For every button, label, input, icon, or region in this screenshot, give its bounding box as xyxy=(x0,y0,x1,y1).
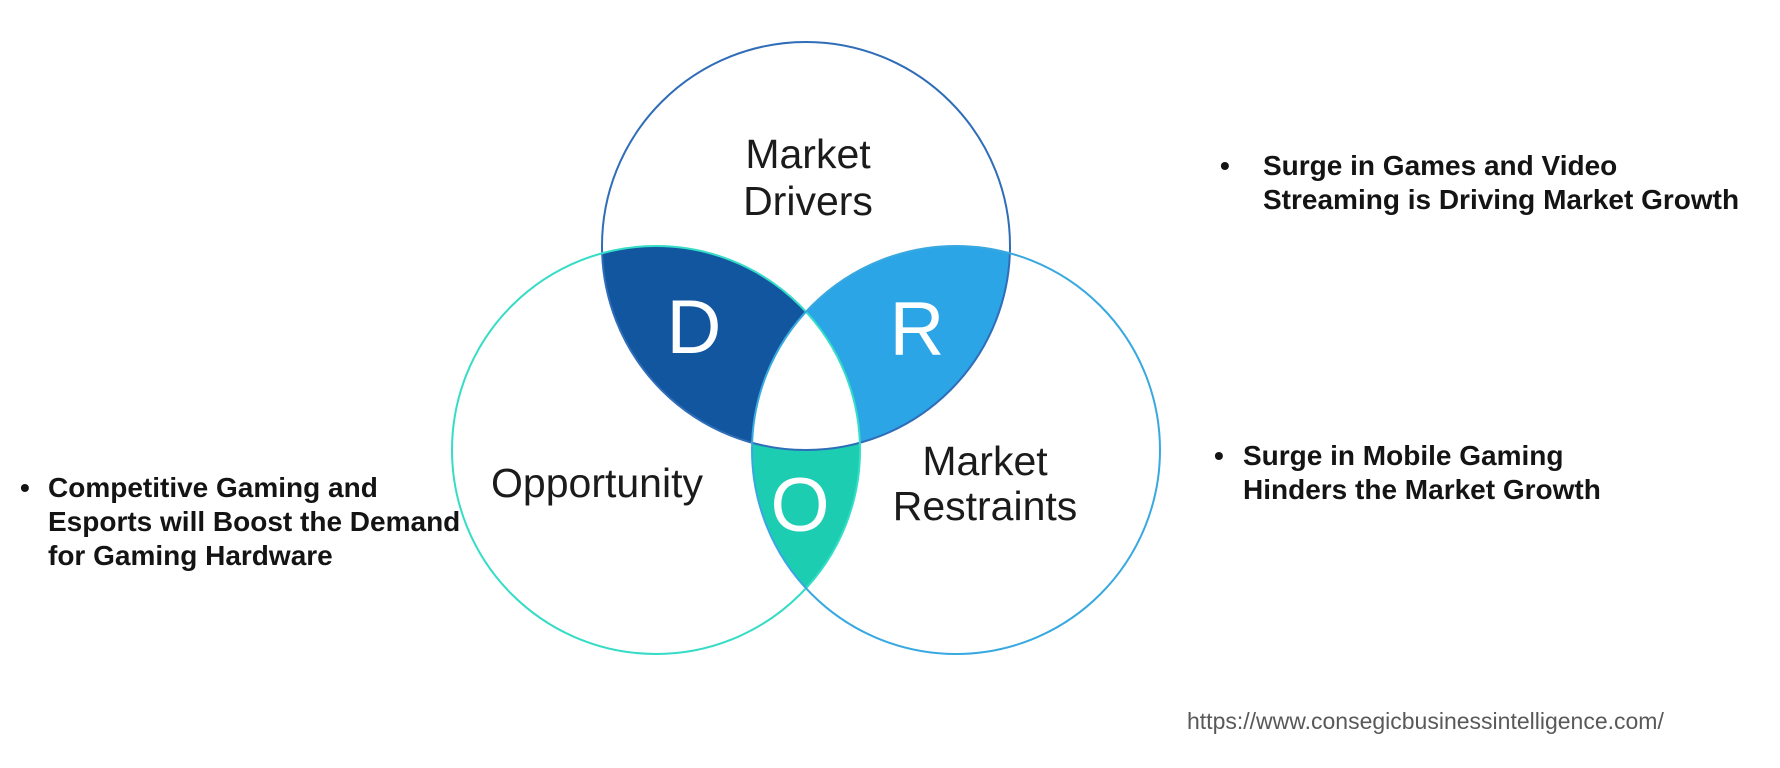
letter-o: O xyxy=(770,463,829,548)
left-annotation-line-1: Competitive Gaming and xyxy=(48,472,378,503)
restraints-label-line-2: Restraints xyxy=(893,483,1078,529)
drivers-opportunity-intersection xyxy=(602,246,860,450)
opportunity-circle-outline xyxy=(451,245,861,655)
right-bottom-annotation-line-1: Surge in Mobile Gaming xyxy=(1243,440,1564,471)
source-url: https://www.consegicbusinessintelligence… xyxy=(1187,708,1664,734)
right-bottom-annotation: • Surge in Mobile Gaming Hinders the Mar… xyxy=(1214,439,1601,507)
right-bottom-annotation-line-2: Hinders the Market Growth xyxy=(1243,474,1601,505)
drivers-circle-outline xyxy=(601,41,1011,451)
bullet-icon: • xyxy=(20,472,30,503)
bullet-icon: • xyxy=(1220,150,1230,181)
left-annotation-line-2: Esports will Boost the Demand xyxy=(48,506,461,537)
right-top-annotation-line-2: Streaming is Driving Market Growth xyxy=(1263,184,1740,215)
left-annotation: • Competitive Gaming and Esports will Bo… xyxy=(20,471,460,573)
opportunity-label: Opportunity xyxy=(491,460,703,506)
right-top-annotation-line-1: Surge in Games and Video xyxy=(1263,150,1618,181)
letter-d: D xyxy=(667,285,722,370)
drivers-label-line-2: Drivers xyxy=(743,178,873,224)
restraints-circle-outline xyxy=(751,245,1161,655)
right-top-annotation: • Surge in Games and Video Streaming is … xyxy=(1220,149,1739,217)
letter-r: R xyxy=(890,287,945,372)
left-annotation-line-3: for Gaming Hardware xyxy=(48,540,333,571)
bullet-icon: • xyxy=(1214,440,1224,471)
restraints-label-line-1: Market xyxy=(922,438,1048,484)
drivers-label-line-1: Market xyxy=(745,131,871,177)
drivers-restraints-fill xyxy=(752,246,1010,450)
drivers-opportunity-fill xyxy=(602,246,860,450)
drivers-restraints-intersection xyxy=(752,246,1010,450)
